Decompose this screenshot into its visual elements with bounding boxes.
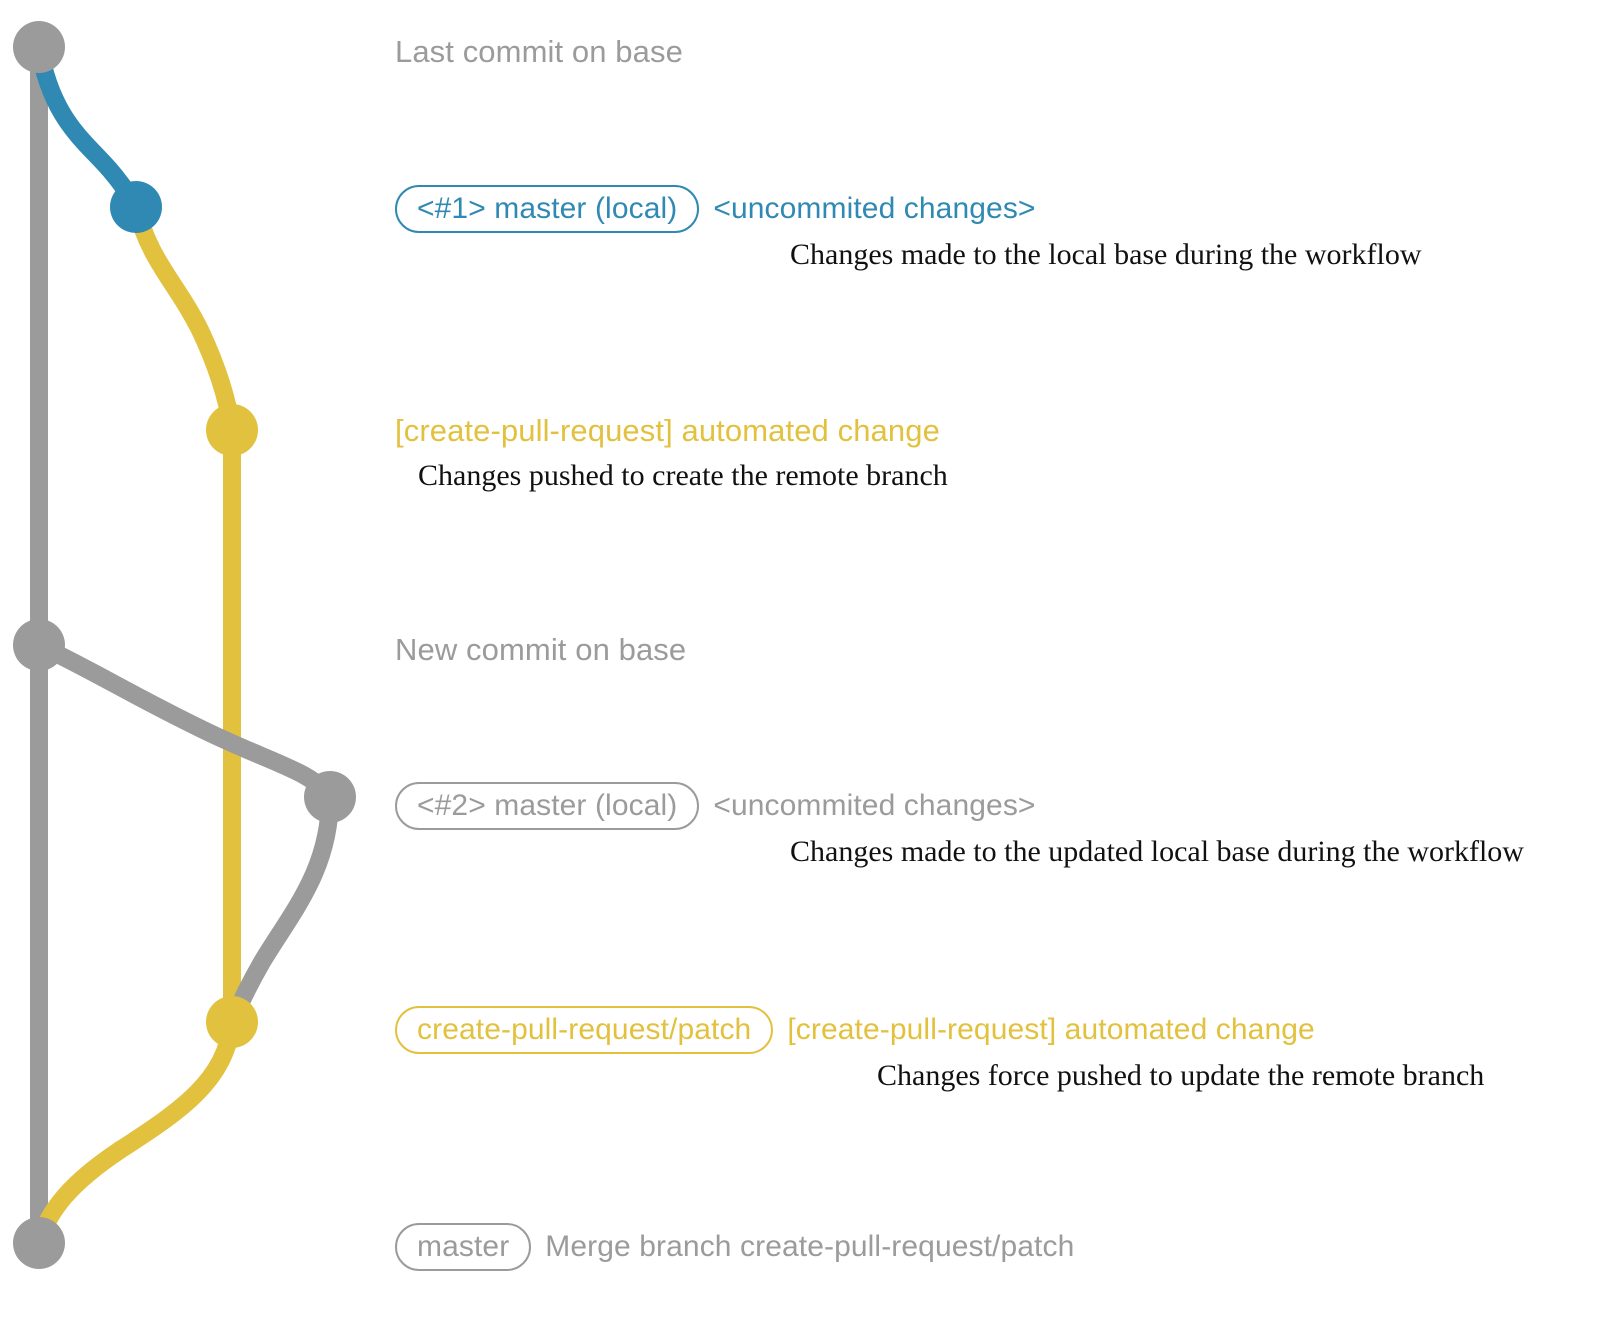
branch-badge-create-pull-request-patch[interactable]: create-pull-request/patch bbox=[395, 1006, 774, 1054]
remote-branch-line-1 bbox=[127, 198, 241, 439]
commit-message-master-local-1: <uncommited changes> bbox=[713, 192, 1036, 225]
commit-message-last-commit-on-base: Last commit on base bbox=[395, 34, 683, 69]
row-merge-commit-master: master Merge branch create-pull-request/… bbox=[395, 1223, 1074, 1271]
branch-badge-master-local-2[interactable]: <#2> master (local) bbox=[395, 782, 700, 830]
node-merge-commit-master[interactable] bbox=[13, 1217, 65, 1269]
description-automated-change-1: Changes pushed to create the remote bran… bbox=[418, 459, 948, 492]
branch-badge-master[interactable]: master bbox=[395, 1223, 532, 1271]
remote-to-merge-line bbox=[30, 1013, 241, 1252]
git-graph bbox=[13, 21, 356, 1269]
commit-message-merge-commit-master: Merge branch create-pull-request/patch bbox=[545, 1230, 1075, 1263]
node-new-commit-on-base[interactable] bbox=[13, 619, 65, 671]
row-automated-change-1: [create-pull-request] automated change bbox=[395, 415, 940, 446]
row-automated-change-2: create-pull-request/patch [create-pull-r… bbox=[395, 1006, 1315, 1054]
node-automated-change-1[interactable] bbox=[206, 404, 258, 456]
commit-message-automated-change-2: [create-pull-request] automated change bbox=[787, 1013, 1315, 1046]
base-to-local-2-line bbox=[30, 636, 339, 806]
node-automated-change-2[interactable] bbox=[206, 996, 258, 1048]
row-master-local-2: <#2> master (local) <uncommited changes> bbox=[395, 782, 1036, 830]
commit-message-master-local-2: <uncommited changes> bbox=[713, 789, 1036, 822]
description-automated-change-2: Changes force pushed to update the remot… bbox=[877, 1059, 1485, 1092]
commit-message-new-commit-on-base: New commit on base bbox=[395, 632, 687, 667]
commit-message-automated-change-1: [create-pull-request] automated change bbox=[395, 413, 940, 448]
branch-badge-master-local-1[interactable]: <#1> master (local) bbox=[395, 185, 700, 233]
row-master-local-1: <#1> master (local) <uncommited changes> bbox=[395, 185, 1036, 233]
row-new-commit-on-base: New commit on base bbox=[395, 634, 686, 665]
row-last-commit-on-base: Last commit on base bbox=[395, 36, 683, 67]
description-master-local-2: Changes made to the updated local base d… bbox=[790, 835, 1524, 868]
node-master-local-1[interactable] bbox=[110, 181, 162, 233]
node-master-local-2[interactable] bbox=[304, 771, 356, 823]
node-last-commit-on-base[interactable] bbox=[13, 21, 65, 73]
description-master-local-1: Changes made to the local base during th… bbox=[790, 238, 1422, 271]
